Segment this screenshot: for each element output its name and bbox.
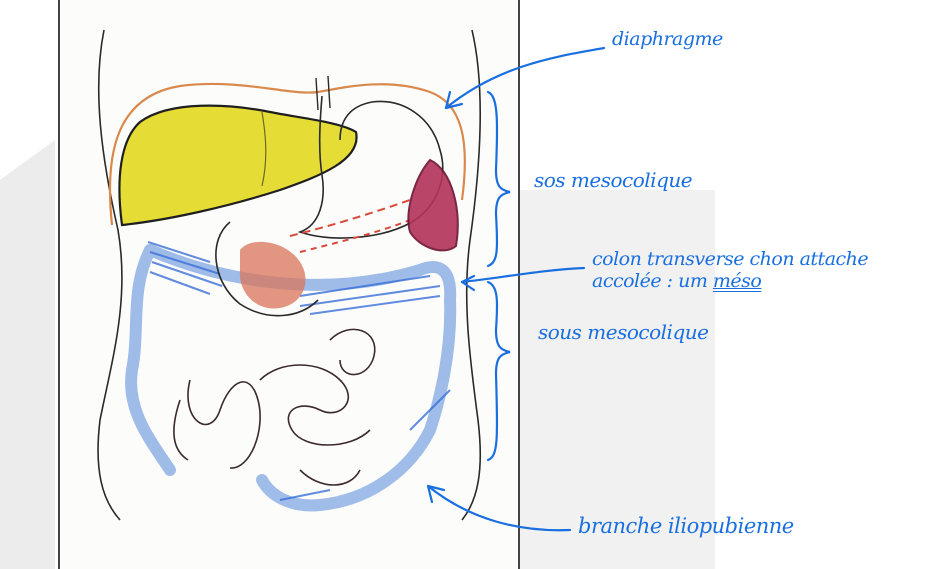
colon-hatching [147, 241, 451, 501]
liver [118, 104, 358, 227]
arrow-iliopubic [426, 484, 572, 532]
label-transverse-colon: colon transverse chon attache accolée : … [592, 248, 869, 292]
annotation-marks [426, 46, 606, 532]
label-transverse-colon-line2: accolée : um méso [592, 270, 868, 292]
spleen [407, 158, 459, 252]
arrow-transverse-colon [460, 266, 586, 284]
label-diaphragm: diaphragme [612, 28, 723, 50]
torso-outline [97, 29, 123, 521]
arrow-diaphragm [444, 46, 606, 110]
label-sous-mesocolic: sous mesocolique [538, 320, 709, 344]
diaphragm-line [108, 82, 466, 226]
label-transverse-colon-line1: colon transverse chon attache [592, 248, 869, 270]
pancreas [239, 241, 306, 309]
label-meso: méso [712, 270, 762, 292]
brace-sus-mesocolic [486, 90, 511, 268]
label-iliopubic-branch: branche iliopubienne [578, 514, 794, 538]
brace-sous-mesocolic [486, 280, 511, 462]
small-intestine [173, 328, 376, 486]
label-transverse-colon-line2a: accolée : um [592, 270, 708, 292]
label-sus-mesocolic: sos mesocolique [534, 168, 693, 192]
